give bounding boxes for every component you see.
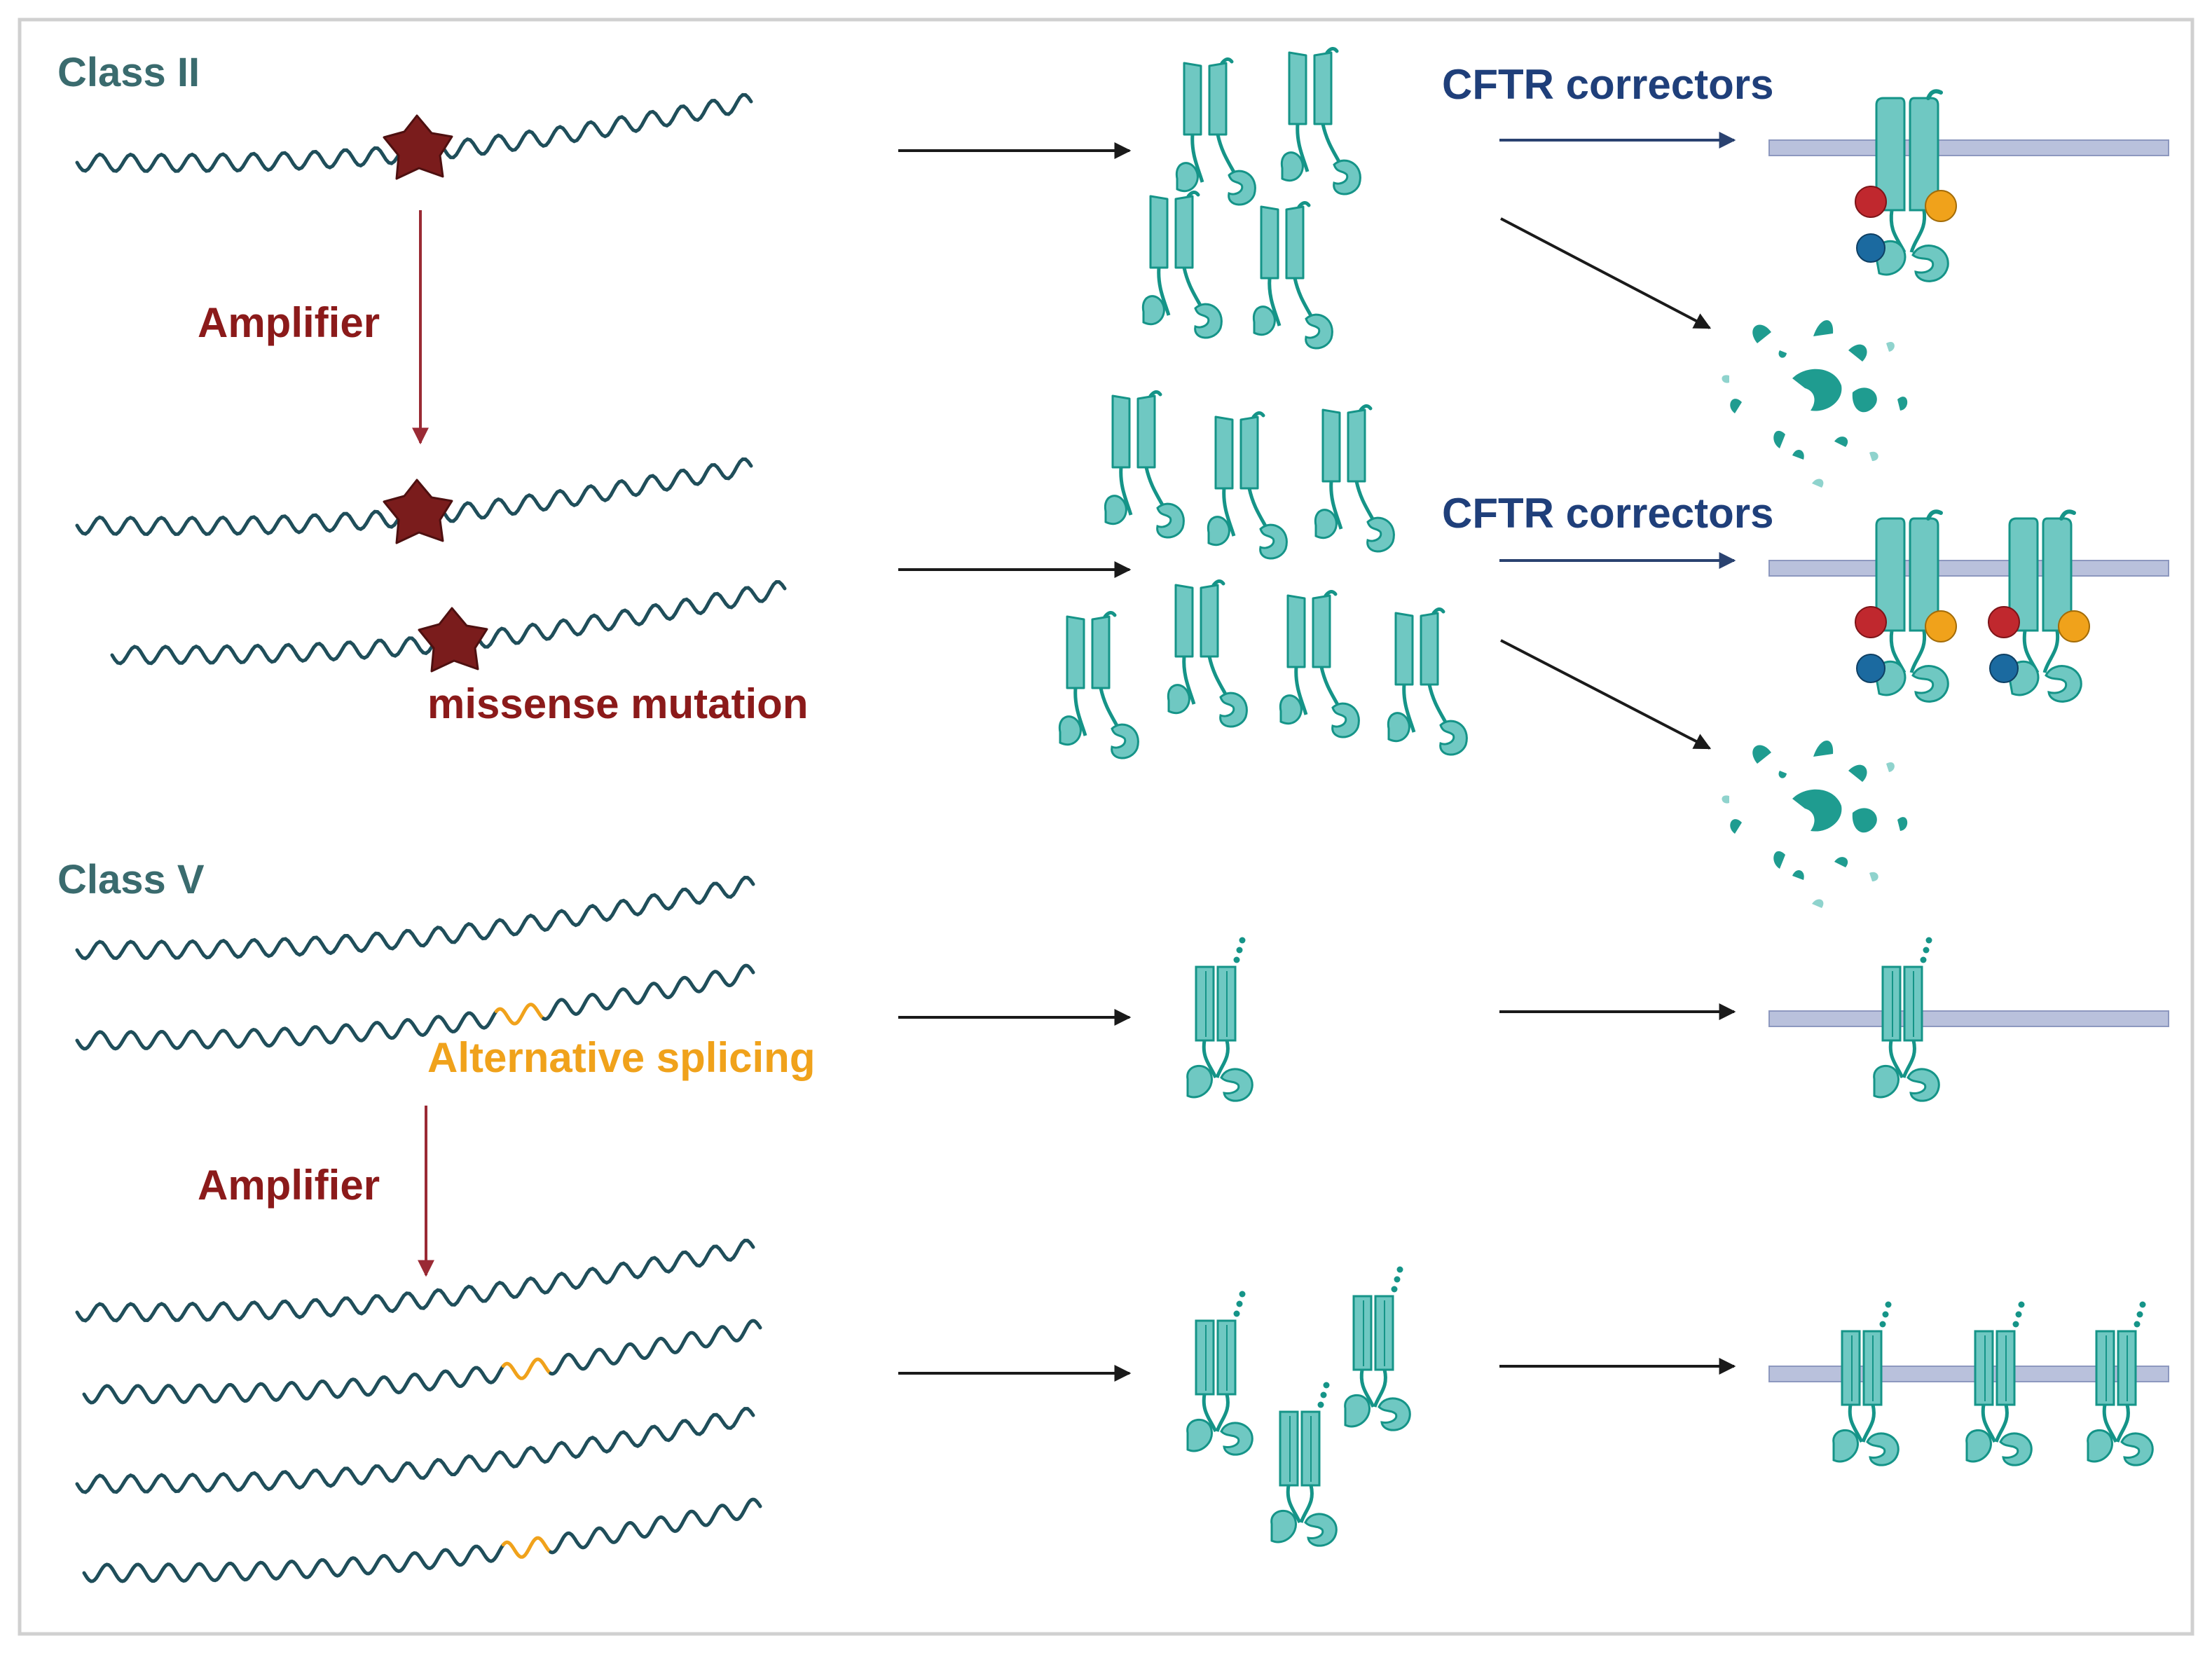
membrane-icon [1768,560,2169,577]
corrector-binding-ball-icon [1855,186,1887,218]
corrector-binding-ball-icon [1856,233,1885,263]
amplifier-label-bottom: Amplifier [198,1162,380,1209]
corrector-binding-ball-icon [1855,606,1887,638]
corrector-binding-ball-icon [1925,610,1957,642]
translation-arrows [898,142,1736,1382]
mrna-strand [549,1319,762,1376]
mrna-strand [549,1497,762,1555]
mutation-stars [383,114,488,673]
splice-segment [501,1357,553,1380]
corrected-protein [1988,511,2090,701]
cftr-correctors-label-1: CFTR correctors [1442,61,1773,108]
membrane-icon [1768,139,2169,156]
splice-segment [501,1536,553,1559]
corrector-binding-ball-icon [1925,190,1957,222]
arrow-to-degradation-2 [1500,639,1712,750]
corrected-protein [1855,91,1957,281]
amplifier-label-top: Amplifier [198,299,380,346]
corrected-proteins [1855,91,2090,701]
splice-segment [494,1003,546,1026]
mrna-strands [75,92,787,1583]
mrna-strand [542,963,755,1022]
class-ii-label: Class II [57,50,200,95]
cftr-correctors-label-2: CFTR correctors [1442,490,1773,537]
corrector-binding-ball-icon [1989,654,2019,683]
corrector-binding-ball-icon [1856,654,1885,683]
alternative-splicing-label: Alternative splicing [427,1034,815,1081]
mrna-strand [75,875,755,961]
corrector-binding-ball-icon [2058,610,2090,642]
mutation-star-icon [383,479,453,544]
membrane-icon [1768,1010,2169,1027]
corrector-binding-ball-icon [1988,606,2020,638]
mutation-star-icon [418,607,488,673]
mrna-strand [75,1010,498,1051]
corrected-protein [1855,511,1957,701]
missense-mutation-label: missense mutation [427,680,809,727]
mrna-strand [82,1543,505,1583]
mrna-strand [75,1407,755,1494]
mrna-strand [82,1364,505,1405]
class-v-label: Class V [57,857,205,902]
mutation-star-icon [383,114,453,180]
arrow-to-degradation-1 [1500,217,1712,329]
mrna-strand [75,1238,755,1323]
